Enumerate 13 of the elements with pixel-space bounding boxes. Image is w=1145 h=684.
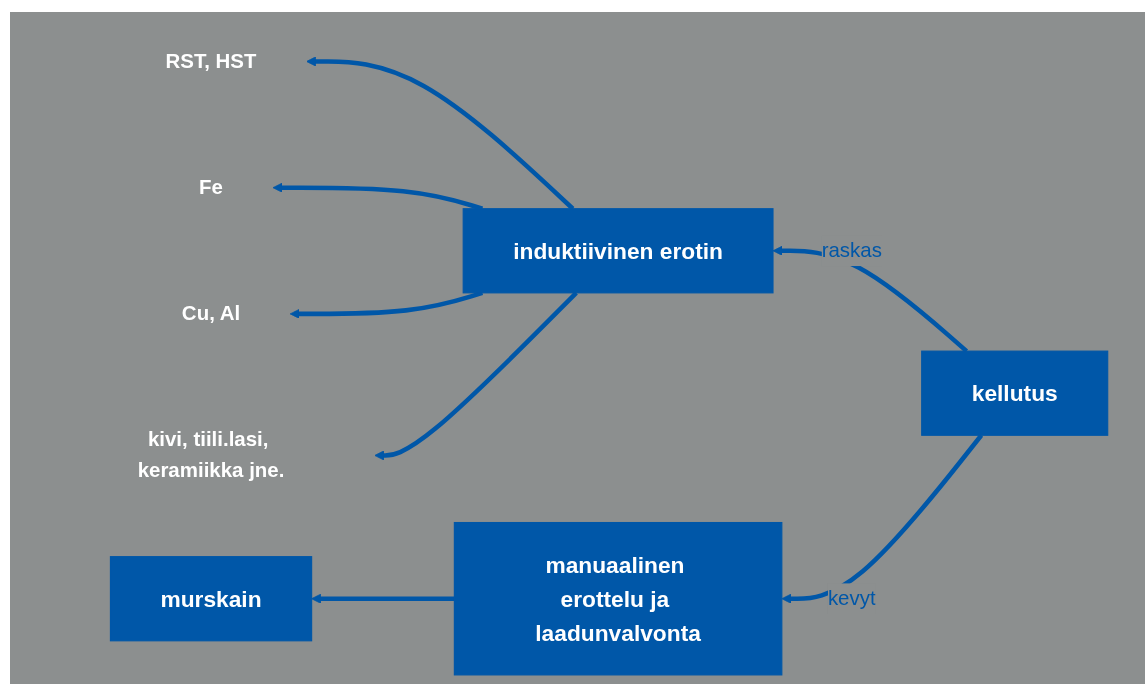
node-box [462, 208, 774, 294]
edge-label: raskas [821, 238, 882, 262]
node-box [109, 556, 313, 642]
node-box [921, 350, 1109, 436]
node-box [453, 521, 783, 676]
node-text: Cu, Al [181, 301, 241, 325]
arrow [374, 291, 578, 461]
node-text: kivi, tiili.lasi, keramiikka jne. [137, 428, 285, 482]
node-text: RST, HST [165, 49, 257, 73]
node-text: Fe [199, 175, 223, 199]
flowchart: raskas kevyt RST, HST Fe Cu, Al kivi, tiili.lasi, keramiikka jne. induktiivinen erotin manuaalinen erottelu ja laadunvalvonta kellutus murskain [10, 12, 1145, 684]
edge-label: kevyt [827, 586, 876, 610]
arrow [311, 593, 455, 604]
